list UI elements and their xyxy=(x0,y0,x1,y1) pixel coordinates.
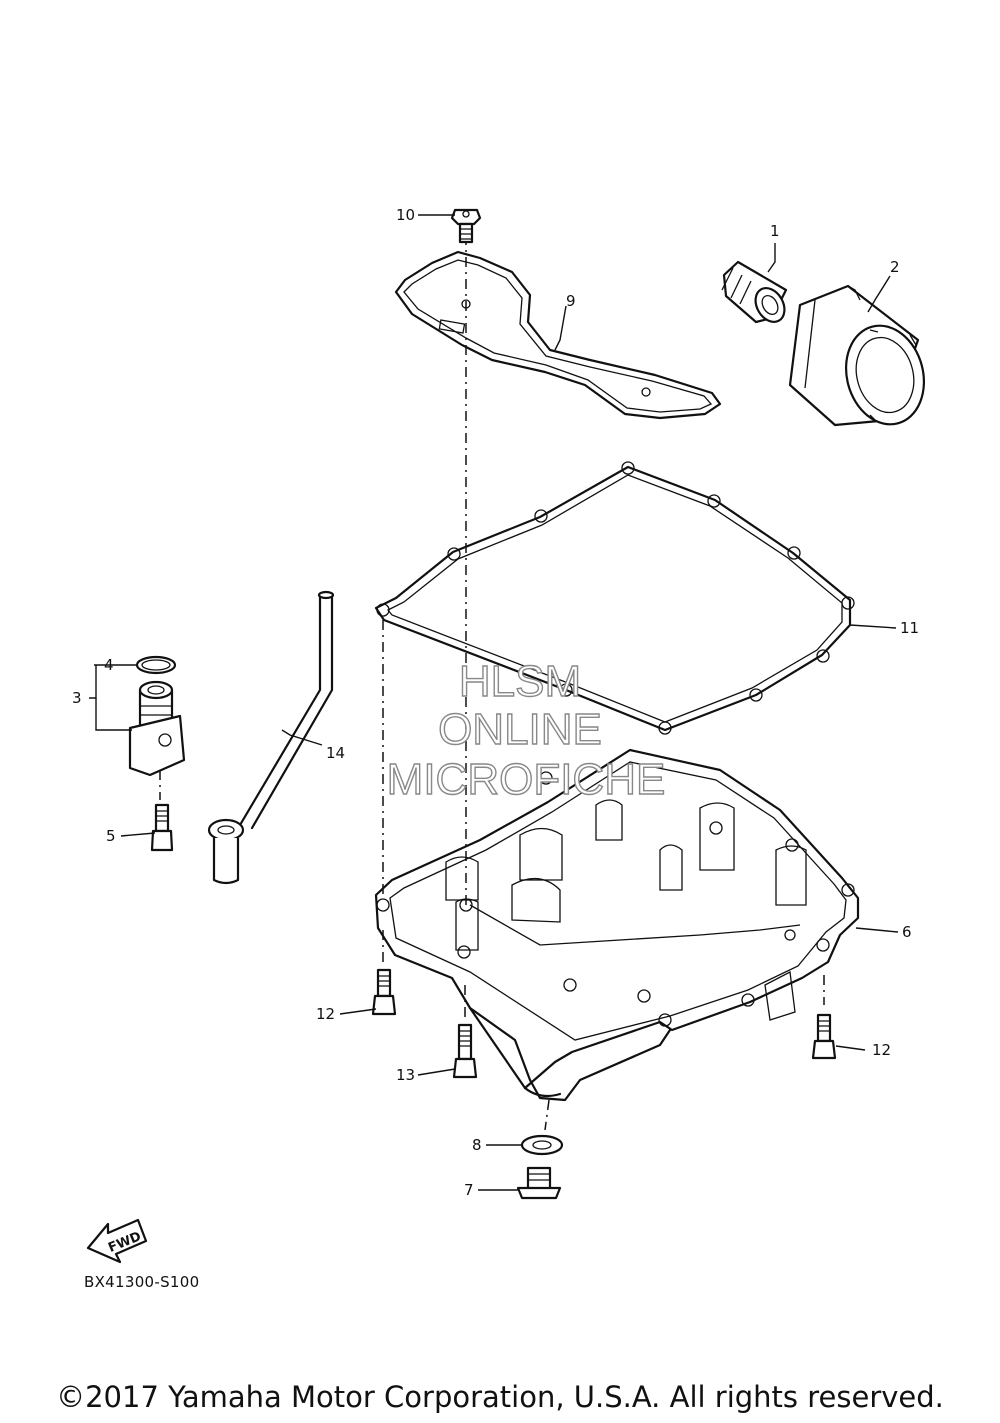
watermark-line-3: MICROFICHE xyxy=(387,755,666,804)
callout-7: 7 xyxy=(464,1181,474,1199)
watermark: HLSM ONLINE MICROFICHE xyxy=(386,656,666,804)
part-8-washer[interactable] xyxy=(520,1134,564,1156)
part-10-bolt[interactable] xyxy=(450,208,482,244)
part-9-baffle-plate[interactable] xyxy=(394,250,722,420)
callout-13: 13 xyxy=(396,1066,415,1084)
part-3-fitting[interactable] xyxy=(128,680,186,777)
callout-14: 14 xyxy=(326,744,345,762)
callout-9: 9 xyxy=(566,292,576,310)
callout-12-left: 12 xyxy=(316,1005,335,1023)
watermark-line-1: HLSM xyxy=(459,657,581,706)
callout-1: 1 xyxy=(770,222,780,240)
callout-4: 4 xyxy=(104,656,114,674)
fwd-arrow-icon: FWD xyxy=(86,1218,148,1264)
diagram-code: BX41300-S100 xyxy=(84,1273,200,1291)
part-1-union-bolt[interactable] xyxy=(721,260,790,327)
callout-5: 5 xyxy=(106,827,116,845)
part-11-gasket[interactable] xyxy=(374,461,855,735)
copyright-notice: ©2017 Yamaha Motor Corporation, U.S.A. A… xyxy=(56,1380,944,1414)
callout-8: 8 xyxy=(472,1136,482,1154)
part-14-pipe[interactable] xyxy=(207,590,335,885)
part-7-drain-bolt[interactable] xyxy=(516,1166,562,1200)
part-4-o-ring[interactable] xyxy=(135,655,177,675)
part-5-bolt[interactable] xyxy=(150,803,174,852)
part-2-oil-filter[interactable] xyxy=(788,284,935,433)
callout-3: 3 xyxy=(72,689,82,707)
callout-numbers: 10 1 2 9 11 4 3 14 5 6 12 12 13 8 7 xyxy=(72,206,919,1199)
oil-pan-bolt-holes xyxy=(376,771,855,1027)
part-12-bolt-right[interactable] xyxy=(811,1013,837,1060)
part-6-oil-pan[interactable] xyxy=(374,748,860,1102)
gasket-bolt-holes xyxy=(376,461,855,735)
callout-6: 6 xyxy=(902,923,912,941)
callout-10: 10 xyxy=(396,206,415,224)
callout-11: 11 xyxy=(900,619,919,637)
watermark-line-2: ONLINE xyxy=(438,705,602,754)
part-13-bolt[interactable] xyxy=(452,1023,478,1079)
leader-lines xyxy=(89,214,899,1191)
callout-12-right: 12 xyxy=(872,1041,891,1059)
part-12-bolt-left[interactable] xyxy=(371,968,397,1016)
callout-2: 2 xyxy=(890,258,900,276)
